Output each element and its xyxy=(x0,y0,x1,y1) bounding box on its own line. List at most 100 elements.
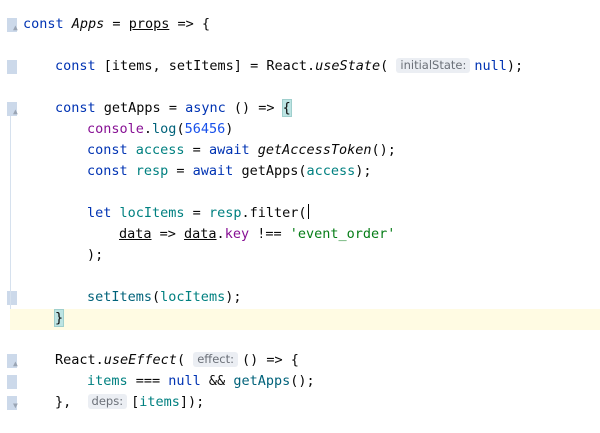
operator: = xyxy=(104,16,129,32)
change-marker[interactable] xyxy=(7,102,17,116)
method-call: useState xyxy=(315,58,381,74)
change-marker[interactable] xyxy=(7,354,17,368)
function-call: getAccessToken xyxy=(249,142,372,158)
operator: = xyxy=(184,142,209,158)
code-line-14[interactable]: setItems(locItems); xyxy=(87,287,241,308)
operator: = xyxy=(168,163,193,179)
change-marker[interactable] xyxy=(7,396,17,410)
code-text: ); xyxy=(355,163,372,179)
change-marker[interactable] xyxy=(7,291,17,305)
code-text: ( xyxy=(176,121,185,137)
keyword: await xyxy=(192,163,234,179)
code-text: }, xyxy=(55,394,72,410)
code-line-17[interactable]: React.useEffect( effect: () => { xyxy=(55,350,299,371)
code-line-12[interactable]: ); xyxy=(87,245,103,266)
code-line-1[interactable]: const Apps = props => { xyxy=(23,14,210,35)
code-text: => { xyxy=(169,16,210,32)
operator: = xyxy=(184,205,209,221)
keyword: null xyxy=(474,58,507,74)
parameter-hint: effect: xyxy=(193,352,238,367)
code-text: . xyxy=(95,352,104,368)
keyword: const xyxy=(23,16,64,32)
operator: => xyxy=(151,226,185,242)
variable: items xyxy=(87,373,128,389)
operator: = xyxy=(160,100,186,116)
code-text: (); xyxy=(371,142,396,158)
object-name: React xyxy=(55,352,96,368)
code-text: . xyxy=(216,226,225,242)
code-line-19[interactable]: }, deps:[items]); xyxy=(55,392,204,413)
property: key xyxy=(224,226,250,242)
code-text: . xyxy=(241,205,250,221)
keyword: const xyxy=(55,100,96,116)
variable: items xyxy=(139,394,180,410)
operator: && xyxy=(200,373,234,389)
variable: access xyxy=(127,142,185,158)
code-line-18[interactable]: items === null && getApps(); xyxy=(87,371,315,392)
method-call: log xyxy=(152,121,177,137)
parameter: props xyxy=(128,16,170,32)
code-line-6[interactable]: console.log(56456) xyxy=(87,119,233,140)
current-line-highlight xyxy=(10,309,600,330)
change-marker[interactable] xyxy=(7,18,17,32)
code-line-11[interactable]: data => data.key !== 'event_order' xyxy=(119,224,395,245)
fold-icon[interactable]: ▲ xyxy=(13,359,18,368)
change-marker[interactable] xyxy=(7,60,17,74)
keyword: const xyxy=(55,58,96,74)
code-text: ); xyxy=(506,58,524,74)
code-text: ); xyxy=(225,289,242,305)
code-text: () => xyxy=(225,100,283,116)
code-text: ( xyxy=(298,205,307,221)
code-text: () => { xyxy=(242,352,299,368)
keyword: const xyxy=(87,163,128,179)
component-name: Apps xyxy=(71,16,105,32)
operator: === xyxy=(127,373,169,389)
matched-brace: { xyxy=(281,99,292,117)
keyword: async xyxy=(185,100,226,116)
keyword: const xyxy=(87,142,128,158)
code-text: . xyxy=(143,121,153,137)
code-text: ( xyxy=(176,352,186,368)
parameter-hint: initialState: xyxy=(396,58,471,73)
code-line-5[interactable]: const getApps = async () => { xyxy=(55,98,292,119)
variable: resp xyxy=(127,163,169,179)
code-text: ( xyxy=(298,163,307,179)
keyword: let xyxy=(87,205,112,221)
code-line-15[interactable]: } xyxy=(53,308,65,329)
keyword: null xyxy=(168,373,201,389)
function-call: setItems xyxy=(87,289,153,305)
code-text: ); xyxy=(87,247,104,263)
function-call: getApps xyxy=(233,373,291,389)
unfold-icon[interactable]: ▼ xyxy=(13,401,18,410)
fold-icon[interactable]: ▲ xyxy=(13,107,18,116)
code-line-10[interactable]: let locItems = resp.filter( xyxy=(87,203,309,224)
variable: access xyxy=(306,163,356,179)
fold-guide xyxy=(10,116,11,328)
code-line-8[interactable]: const resp = await getApps(access); xyxy=(87,161,372,182)
method-call: useEffect xyxy=(103,352,177,368)
code-text: [items, setItems] = React. xyxy=(95,58,316,74)
code-line-3[interactable]: const [items, setItems] = React.useState… xyxy=(55,56,523,77)
parameter-hint: deps: xyxy=(87,394,128,409)
parameter: data xyxy=(119,226,152,242)
number-literal: 56456 xyxy=(184,121,226,137)
code-text: ) xyxy=(225,121,234,137)
code-text: ( xyxy=(152,289,161,305)
code-line-7[interactable]: const access = await getAccessToken(); xyxy=(87,140,396,161)
parameter: data xyxy=(184,226,217,242)
function-call: getApps xyxy=(233,163,299,179)
string-literal: 'event_order' xyxy=(289,226,396,242)
code-text: [ xyxy=(131,394,140,410)
variable: locItems xyxy=(160,289,226,305)
method-call: filter xyxy=(249,205,299,221)
text-cursor xyxy=(307,204,309,219)
keyword: await xyxy=(208,142,250,158)
function-name: getApps xyxy=(103,100,161,116)
change-marker[interactable] xyxy=(7,375,17,389)
fold-icon[interactable]: ▲ xyxy=(13,23,18,32)
operator: !== xyxy=(249,226,290,242)
variable: resp xyxy=(208,205,242,221)
code-text: (); xyxy=(290,373,315,389)
gutter xyxy=(0,0,10,433)
